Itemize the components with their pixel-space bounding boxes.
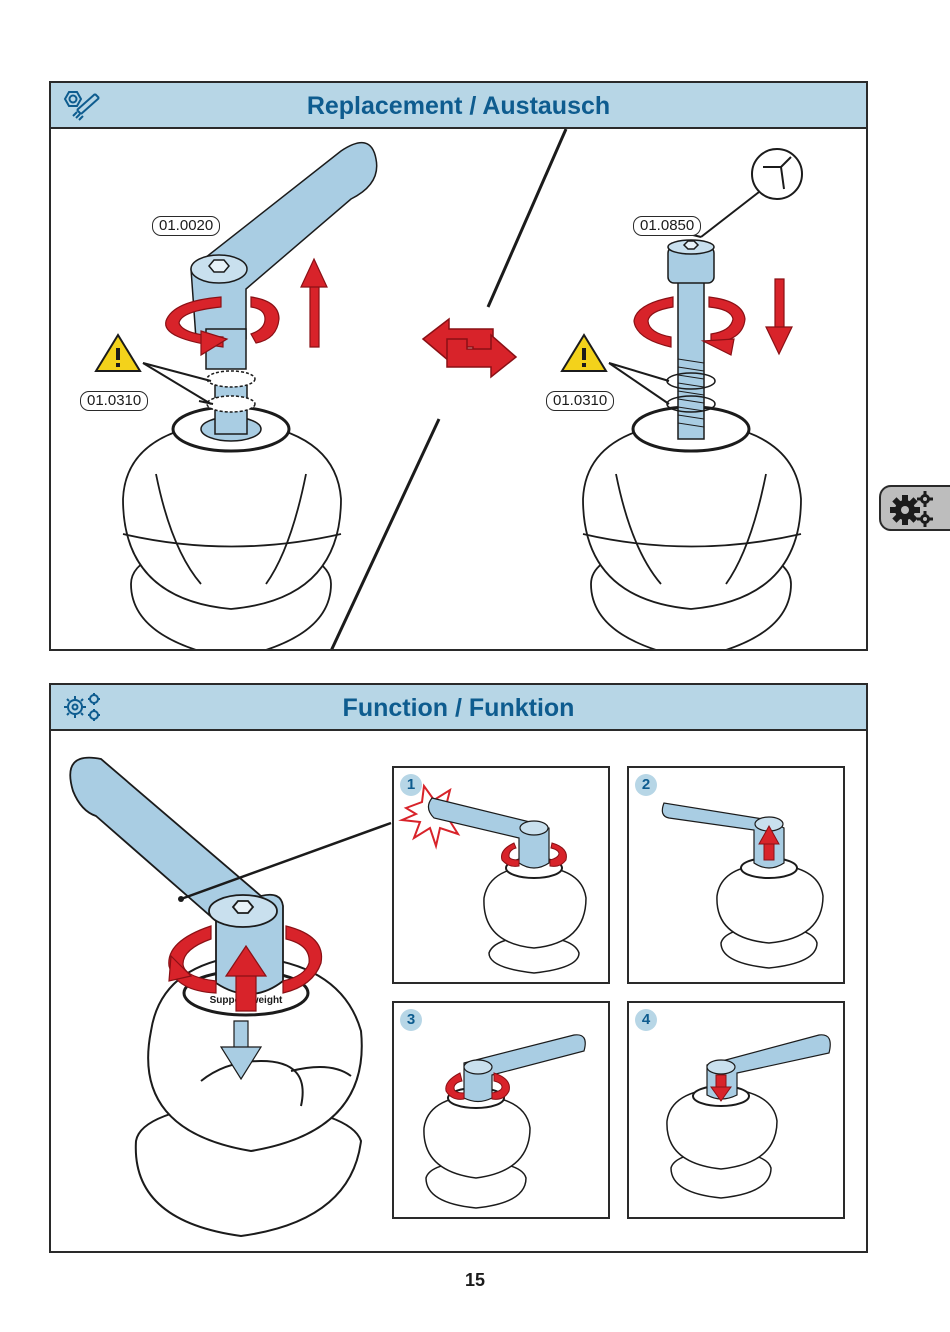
page-number: 15 (464, 1270, 486, 1290)
step-panel-3: 3 (392, 1001, 610, 1219)
function-title: Function / Funktion (342, 694, 575, 722)
step-number: 2 (635, 774, 657, 796)
replacement-section: Replacement / Austausch (49, 81, 868, 651)
step-4-illustration (666, 1034, 831, 1199)
step-2-illustration (661, 802, 824, 969)
swap-arrows-icon (421, 317, 518, 379)
down-arrow-icon (219, 1020, 263, 1081)
step-3-illustration (423, 1034, 586, 1209)
part-label-screw: 01.0850 (633, 216, 702, 236)
left-knob (122, 420, 342, 649)
step-panel-2: 2 (627, 766, 845, 984)
step-panel-4: 4 (627, 1001, 845, 1219)
right-rotate-arrow-icon (633, 296, 746, 356)
step-number: 3 (400, 1009, 422, 1031)
chapter-tab[interactable] (879, 485, 950, 531)
part-label-lever: 01.0020 (152, 216, 221, 236)
up-arrow-icon (224, 944, 268, 1012)
down-arrow-icon (710, 1074, 732, 1102)
hex-key-icon (751, 148, 803, 200)
replacement-header: Replacement / Austausch (51, 83, 866, 129)
gears-icon (64, 693, 100, 721)
function-header: Function / Funktion (51, 685, 866, 731)
part-label-washer-right: 01.0310 (546, 391, 615, 411)
left-lever (190, 142, 378, 370)
down-arrow-icon (765, 278, 793, 356)
function-illustration: Support weight (69, 756, 392, 1238)
step-number: 4 (635, 1009, 657, 1031)
gears-icon (890, 491, 933, 527)
replacement-title: Replacement / Austausch (306, 92, 611, 120)
step-1-illustration (398, 783, 587, 974)
step-panel-1: 1 (392, 766, 610, 984)
up-arrow-icon (300, 257, 328, 348)
right-knob (582, 420, 802, 649)
replacement-illustration (94, 129, 803, 649)
step-number: 1 (400, 774, 422, 796)
left-rotate-arrow-icon (165, 296, 280, 357)
rotate-arrow-icon (168, 925, 323, 994)
wrench-bolt-icon (63, 91, 100, 121)
part-label-washer-left: 01.0310 (80, 391, 149, 411)
function-section: Function / Funktion Support weight (49, 683, 868, 1253)
up-arrow-icon (758, 824, 780, 861)
warning-icon (94, 333, 142, 372)
warning-icon (560, 333, 608, 372)
